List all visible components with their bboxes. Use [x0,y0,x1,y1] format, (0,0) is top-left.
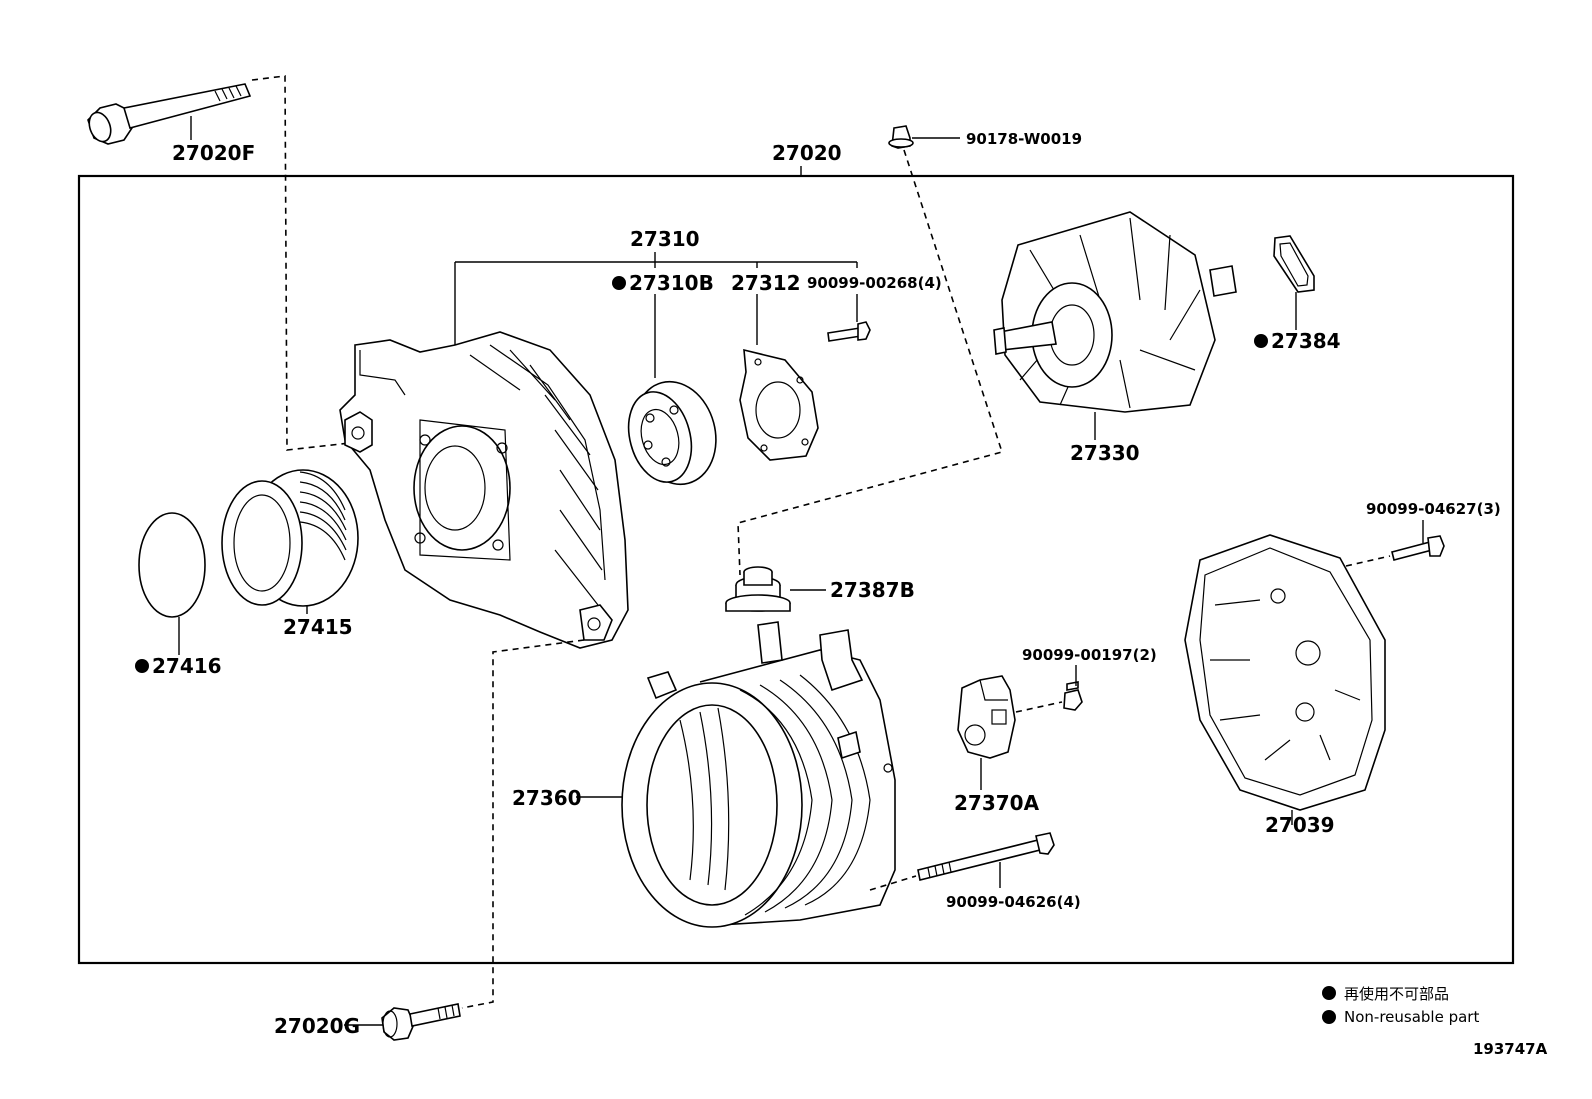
guide-line-27020G [461,639,585,1009]
non-reusable-marker-27416 [135,659,149,673]
retainer-plate-27312 [739,348,819,461]
label-27387B: 27387B [830,578,915,602]
label-27310: 27310 [630,227,700,251]
group-bracket-27310 [454,252,858,350]
label-90099-00268: 90099-00268(4) [807,274,942,292]
label-27020F: 27020F [172,141,255,165]
figure-id: 193747A [1473,1040,1548,1058]
rotor-27330 [993,211,1237,413]
cap-27416 [138,512,206,618]
label-27415: 27415 [283,615,353,639]
label-90099-04626: 90099-04626(4) [946,893,1081,911]
label-27310B: 27310B [629,271,714,295]
terminal-insulator-27387b [725,566,791,612]
label-27384: 27384 [1271,329,1341,353]
drive-end-frame [339,331,629,649]
bolt-27020g [381,1003,461,1041]
non-reusable-marker-27310B [612,276,626,290]
label-90099-00197: 90099-00197(2) [1022,646,1157,664]
label-27370A: 27370A [954,791,1040,815]
label-27330: 27330 [1070,441,1140,465]
label-27360: 27360 [512,786,582,810]
label-27020: 27020 [772,141,842,165]
label-27312: 27312 [731,271,801,295]
guide-line-90099-04626 [869,875,917,891]
legend-text-english: Non-reusable part [1344,1008,1479,1026]
rear-frame-27360 [621,621,896,928]
bolt-27020f [87,83,252,145]
pulley-27415 [221,469,359,607]
label-90099-04627: 90099-04627(3) [1366,500,1501,518]
guide-line-90178 [737,149,1004,576]
bearing-27310b [627,380,717,486]
seal-ring-27384 [1273,235,1315,293]
screw-90099-00268 [827,321,871,342]
guide-line-27020F [251,75,351,451]
assembly-frame-27020 [77,174,1515,965]
brush-holder-27370a [957,675,1016,759]
rear-cover-27039 [1184,534,1386,811]
label-27416: 27416 [152,654,222,678]
label-27020G: 27020G [274,1014,360,1038]
guide-line-90099-04627 [1345,555,1391,567]
screw-90099-00197 [1063,681,1083,711]
nut-90178-w0019 [888,125,914,149]
legend: 再使用不可部品 Non-reusable part [1322,985,1479,1026]
bolt-90099-04626 [917,832,1055,881]
non-reusable-marker-27384 [1254,334,1268,348]
label-27039: 27039 [1265,813,1335,837]
label-90178-W0019: 90178-W0019 [966,130,1082,148]
legend-marker-english [1322,1010,1336,1024]
bolt-90099-04627 [1391,535,1445,561]
guide-line-90099-00197 [1015,701,1063,713]
legend-marker-japanese [1322,986,1336,1000]
legend-text-japanese: 再使用不可部品 [1344,985,1449,1003]
